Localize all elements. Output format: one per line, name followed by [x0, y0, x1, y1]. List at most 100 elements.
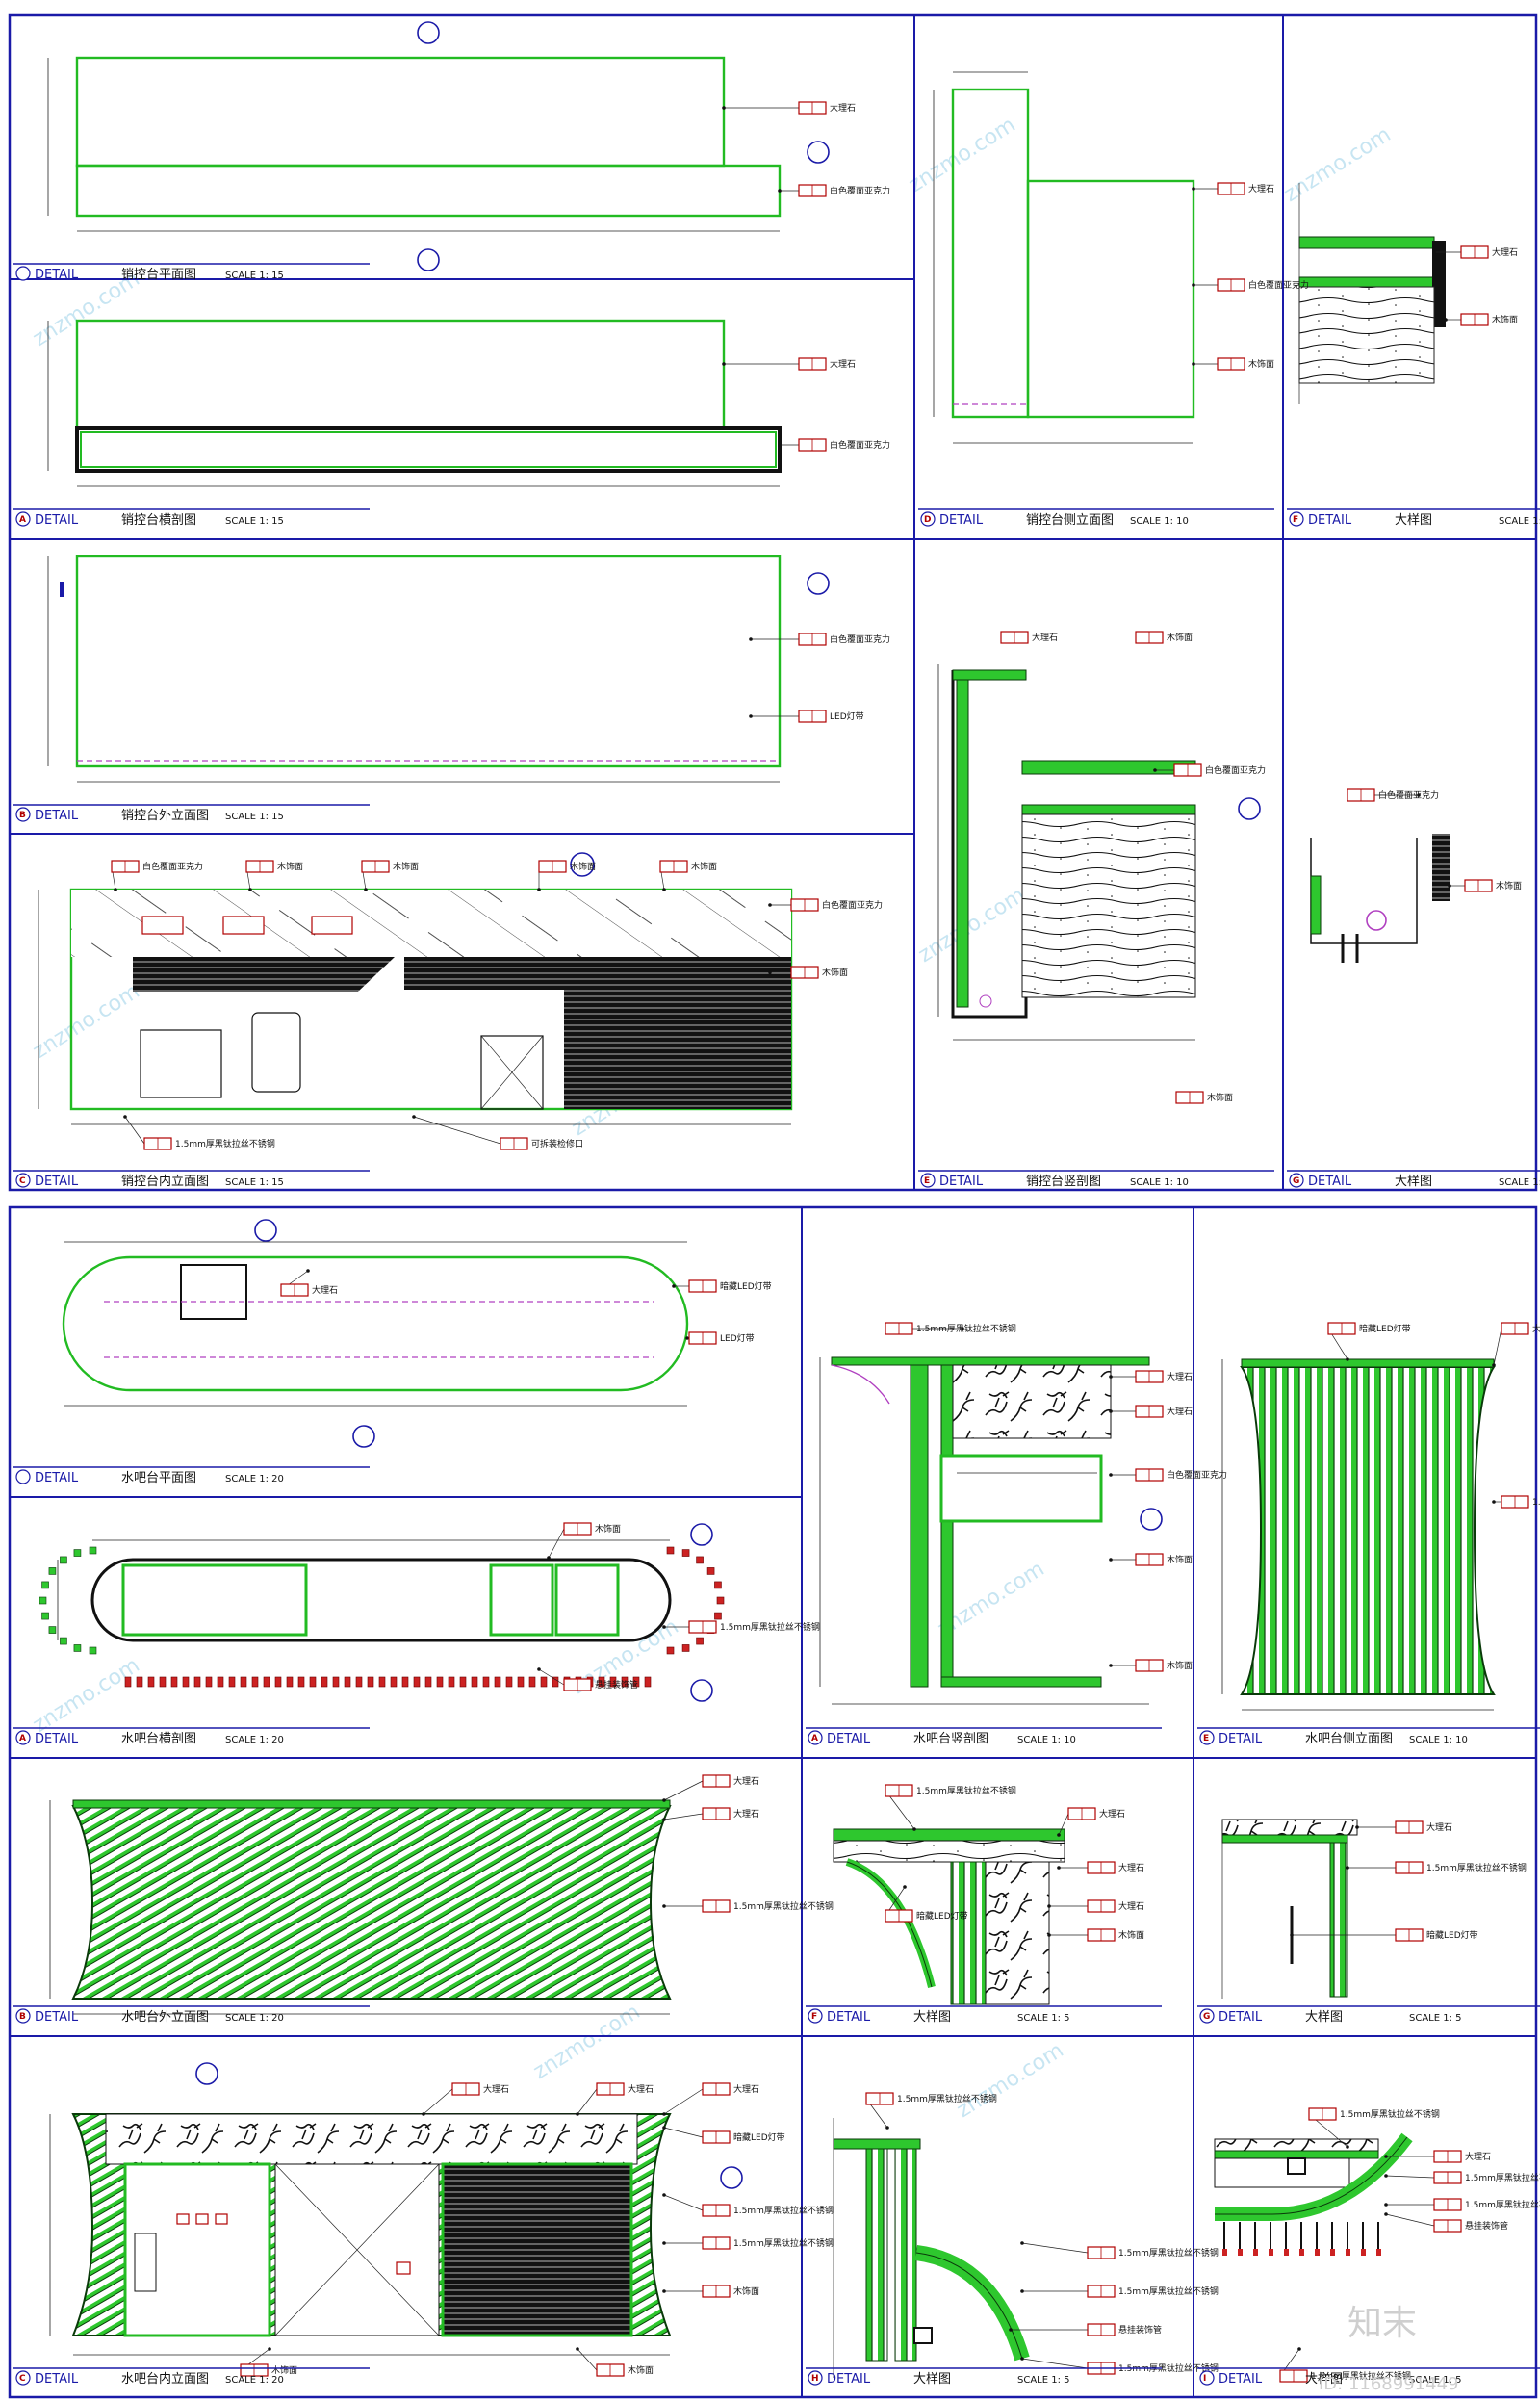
callout-note: 木饰面 — [1167, 632, 1193, 643]
callout-46: 大理石 — [1057, 1861, 1144, 1874]
callout-note: 大理石 — [628, 2083, 654, 2095]
callout-note: 悬挂装饰管 — [1465, 2220, 1508, 2232]
callout-54: 大理石 — [576, 2082, 654, 2116]
callout-note: 1.5mm厚黑钛拉丝不锈钢 — [916, 1323, 1016, 1334]
callout-37: 木饰面 — [1109, 1659, 1193, 1672]
callout-note: 大理石 — [1032, 632, 1058, 643]
site-watermark: znzmo.com — [29, 1653, 144, 1738]
panel-waterbar-side — [1221, 1358, 1496, 1711]
callout-note: 暗藏LED灯带 — [720, 1280, 772, 1292]
panel-scale: SCALE 1: 5 — [1017, 2013, 1070, 2024]
callout-note: 大理石 — [733, 1775, 759, 1787]
panel-letter: I — [1203, 2374, 1206, 2384]
callout-60: 木饰面 — [240, 2347, 297, 2377]
callout-note: 木饰面 — [733, 2285, 759, 2297]
callout-note: 1.5mm厚黑钛拉丝不锈钢 — [1340, 2108, 1440, 2120]
panel-counter-plan — [47, 21, 830, 271]
panel-waterbar-outer — [49, 1799, 672, 2015]
callout-15: 白色覆面亚克力 — [1347, 788, 1439, 802]
callout-note: 白色覆面亚克力 — [1167, 1469, 1227, 1481]
callout-58: 1.5mm厚黑钛拉丝不锈钢 — [662, 2236, 834, 2250]
panel-counter-outer-elevation — [47, 555, 830, 783]
panel-counter-inner-elevation — [38, 852, 793, 1125]
panel-waterbar-vsection — [819, 1356, 1163, 1705]
panel-title: 水吧台外立面图 — [121, 2010, 209, 2025]
callout-note: 大理石 — [1248, 183, 1274, 194]
detail-word: DETAIL — [939, 513, 984, 528]
pipe-row-2 — [1222, 2222, 1381, 2256]
callout-note: 大理石 — [1465, 2151, 1491, 2162]
callout-71: 悬挂装饰管 — [1384, 2212, 1508, 2233]
callout-8: 木饰面 — [1192, 357, 1274, 371]
callout-4: 白色覆面亚克力 — [749, 633, 890, 646]
panel-letter: E — [924, 1176, 930, 1186]
panel-scale: SCALE 1: 15 — [225, 271, 284, 281]
callout-53: 大理石 — [422, 2082, 509, 2116]
callout-1: 白色覆面亚克力 — [778, 184, 890, 197]
callout-note: 1.5mm厚黑钛拉丝不锈钢 — [733, 1900, 834, 1912]
panel-title: 大样图 — [1395, 1175, 1432, 1189]
callout-note: 1.5mm厚黑钛拉丝不锈钢 — [897, 2093, 997, 2104]
detail-word: DETAIL — [1219, 1732, 1263, 1746]
panel-letter: A — [19, 1734, 26, 1743]
callout-51: 1.5mm厚黑钛拉丝不锈钢 — [1346, 1861, 1527, 1874]
callout-note: 1.5mm厚黑钛拉丝不锈钢 — [1532, 1496, 1540, 1508]
panel-title: 水吧台竖剖图 — [913, 1732, 988, 1746]
callout-65: 悬挂装饰管 — [1009, 2323, 1162, 2336]
panel-counter-side-elevation — [933, 71, 1195, 444]
detail-word: DETAIL — [35, 2010, 79, 2025]
callout-note: 大理石 — [733, 1808, 759, 1820]
callout-note: 1.5mm厚黑钛拉丝不锈钢 — [1465, 2199, 1540, 2210]
panel-waterbar-detail-I — [1214, 2132, 1413, 2256]
callout-10: 木饰面 — [1444, 313, 1518, 326]
callout-note: 暗藏LED灯带 — [1426, 1929, 1478, 1941]
detail-word: DETAIL — [1308, 513, 1352, 528]
panel-letter: G — [1203, 2012, 1210, 2022]
panel-title: 销控台平面图 — [121, 268, 196, 282]
panel-scale: SCALE 1: 5 — [1409, 2013, 1462, 2024]
callout-note: 1.5mm厚黑钛拉丝不锈钢 — [916, 1785, 1016, 1796]
panel-scale: SCALE 1: 5 — [1499, 516, 1540, 527]
panel-detail-G — [1310, 834, 1450, 963]
panel-title: 销控台侧立面图 — [1026, 513, 1114, 528]
callout-note: 大理石 — [483, 2083, 509, 2095]
panel-letter: C — [19, 2374, 26, 2384]
callout-3: 白色覆面亚克力 — [778, 438, 890, 452]
callout-note: 可拆装检修口 — [531, 1138, 583, 1149]
panel-scale: SCALE 1: 20 — [225, 2375, 284, 2386]
callout-note: 1.5mm厚黑钛拉丝不锈钢 — [1311, 2370, 1411, 2382]
callout-26: 大理石 — [280, 1269, 338, 1297]
callout-20: 木饰面 — [537, 860, 596, 891]
callout-0: 大理石 — [722, 101, 856, 115]
panel-letter: A — [811, 1734, 818, 1743]
panel-letter: B — [19, 811, 26, 820]
callout-note: 木饰面 — [1496, 880, 1522, 891]
panel-scale: SCALE 1: 20 — [225, 1735, 284, 1745]
callout-note: 木饰面 — [1118, 1929, 1144, 1941]
callout-note: 暗藏LED灯带 — [916, 1910, 968, 1922]
callout-32: 1.5mm厚黑钛拉丝不锈钢 — [885, 1322, 1016, 1335]
panel-letter: E — [1203, 1734, 1209, 1743]
callout-29: 木饰面 — [547, 1522, 621, 1560]
callout-note: 1.5mm厚黑钛拉丝不锈钢 — [1465, 2172, 1540, 2183]
callout-68: 大理石 — [1384, 2150, 1491, 2163]
callout-note: 木饰面 — [628, 2364, 654, 2376]
lower-sheet-frame — [8, 1205, 1538, 2399]
panel-letter: A — [19, 515, 26, 525]
panel-title: 销控台横剖图 — [121, 513, 196, 528]
callout-note: LED灯带 — [720, 1333, 755, 1344]
callout-note: 大理石 — [733, 2083, 759, 2095]
callout-47: 大理石 — [1047, 1899, 1144, 1913]
site-watermark: znzmo.com — [29, 979, 144, 1064]
callout-36: 木饰面 — [1109, 1553, 1193, 1566]
callout-67: 1.5mm厚黑钛拉丝不锈钢 — [1308, 2107, 1440, 2149]
callout-17: 白色覆面亚克力 — [111, 860, 203, 891]
callout-note: 大理石 — [1167, 1406, 1193, 1417]
detail-word: DETAIL — [827, 2372, 871, 2387]
callout-59: 木饰面 — [662, 2285, 759, 2298]
callout-48: 木饰面 — [1047, 1928, 1144, 1942]
